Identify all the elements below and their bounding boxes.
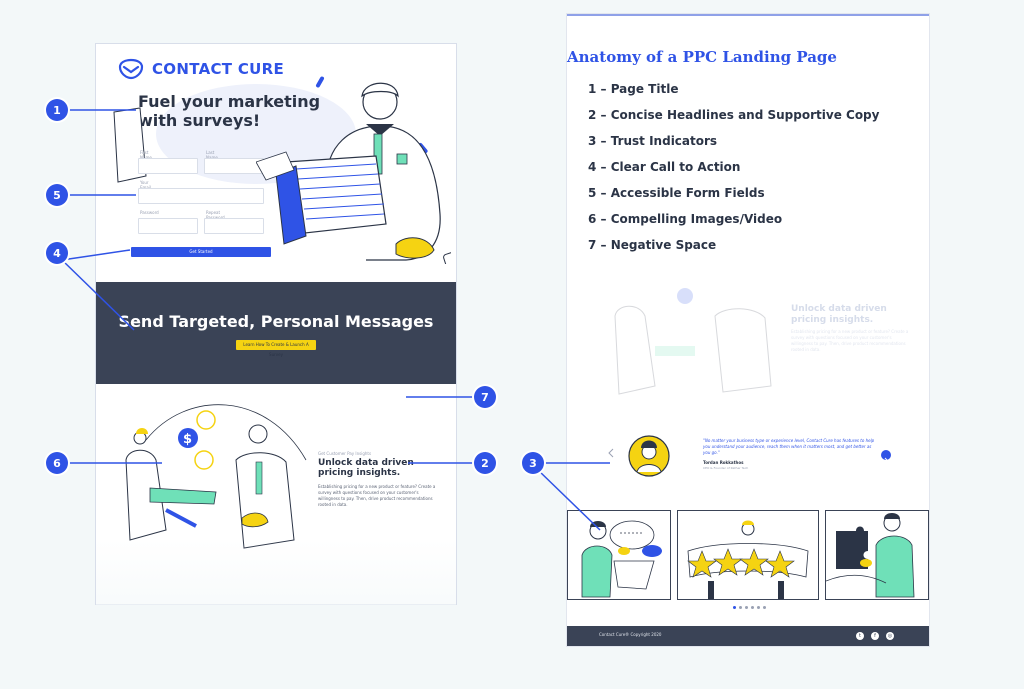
anatomy-item: 1 – Page Title	[588, 82, 679, 96]
callout-line-4b	[61, 259, 135, 331]
landing-page-bottom-mockup: Unlock data driven pricing insights. Est…	[567, 14, 929, 646]
testimonial-author: Tordan Rokkathos	[703, 460, 744, 465]
pagination-dot[interactable]	[733, 606, 736, 609]
hero-illustration-icon	[256, 76, 451, 264]
pagination-dot[interactable]	[739, 606, 742, 609]
callout-line-4a	[61, 249, 131, 261]
first-name-input[interactable]	[138, 158, 198, 174]
footer-copyright: Contact Cure® Copyright 2020	[599, 632, 662, 637]
page-footer	[567, 626, 929, 646]
testimonial-quote: "No matter your business type or experie…	[703, 438, 875, 455]
landing-page-mockup: CONTACT CURE Fuel your marketing with su…	[96, 44, 456, 604]
hero-title: Fuel your marketing with surveys!	[138, 92, 321, 130]
dark-cta-section	[96, 282, 456, 384]
anatomy-title: Anatomy of a PPC Landing Page	[567, 48, 837, 66]
image-card[interactable]	[825, 510, 929, 600]
ghost-illustration-icon	[614, 288, 772, 395]
callout-marker-7: 7	[474, 386, 496, 408]
survey-illustration-icon	[581, 520, 662, 598]
anatomy-item: 3 – Trust Indicators	[588, 134, 718, 148]
first-name-label: First Name	[140, 150, 152, 160]
image-card[interactable]	[567, 510, 671, 600]
instagram-icon[interactable]: ◎	[886, 632, 894, 640]
anatomy-item: 6 – Compelling Images/Video	[588, 212, 783, 226]
callout-line-3b	[537, 469, 601, 531]
anatomy-item: 4 – Clear Call to Action	[588, 160, 741, 174]
landing-page-fade	[96, 540, 456, 689]
get-started-button[interactable]: Get Started	[131, 247, 271, 257]
carousel-next-button[interactable]	[881, 450, 891, 463]
contact-cure-logo-icon	[118, 58, 144, 80]
anatomy-item: 2 – Concise Headlines and Supportive Cop…	[588, 108, 880, 122]
password-label: Password	[140, 210, 159, 215]
ghost-body: Establishing pricing for a new product o…	[791, 329, 909, 352]
mockup-top-border	[567, 14, 929, 16]
brand-logo: CONTACT CURE	[118, 58, 284, 80]
pagination-dot[interactable]	[745, 606, 748, 609]
pagination-dot[interactable]	[763, 606, 766, 609]
brand-name: CONTACT CURE	[152, 60, 285, 78]
anatomy-item: 7 – Negative Space	[588, 238, 717, 252]
password-input[interactable]	[138, 218, 198, 234]
carousel-prev-icon[interactable]	[607, 448, 615, 458]
pricing-eyebrow: Get Customer Pay Insights	[318, 451, 372, 456]
carousel-pagination	[733, 606, 766, 609]
image-card[interactable]	[677, 510, 819, 600]
testimonial-role: CEO & Founder of Rather Tech	[703, 466, 749, 470]
pricing-illustration-icon: $	[125, 404, 307, 549]
email-input[interactable]	[138, 188, 264, 204]
pagination-dot[interactable]	[751, 606, 754, 609]
anatomy-item: 5 – Accessible Form Fields	[588, 186, 765, 200]
testimonial-avatar-icon	[628, 435, 670, 477]
chevron-right-icon	[884, 457, 888, 463]
repeat-password-label: Repeat Password	[206, 210, 225, 220]
email-label: Your Email	[140, 180, 151, 190]
callout-marker-5: 5	[46, 184, 68, 206]
last-name-label: Last Name	[206, 150, 218, 160]
stars-illustration-icon	[687, 520, 809, 599]
learn-survey-button[interactable]: Learn How To Create & Launch A Survey	[236, 340, 316, 357]
callout-marker-1: 1	[46, 99, 68, 121]
puzzle-illustration-icon	[825, 513, 915, 598]
twitter-icon[interactable]: t	[856, 632, 864, 640]
callout-marker-2: 2	[474, 452, 496, 474]
facebook-icon[interactable]: f	[871, 632, 879, 640]
svg-text:$: $	[183, 432, 192, 447]
callout-marker-4: 4	[46, 242, 68, 264]
callout-marker-3: 3	[522, 452, 544, 474]
dark-section-title: Send Targeted, Personal Messages	[118, 312, 434, 331]
repeat-password-input[interactable]	[204, 218, 264, 234]
pricing-title: Unlock data driven pricing insights.	[318, 458, 414, 478]
callout-marker-6: 6	[46, 452, 68, 474]
ghost-title: Unlock data driven pricing insights.	[791, 304, 887, 325]
pricing-body: Establishing pricing for a new product o…	[318, 484, 436, 507]
pagination-dot[interactable]	[757, 606, 760, 609]
